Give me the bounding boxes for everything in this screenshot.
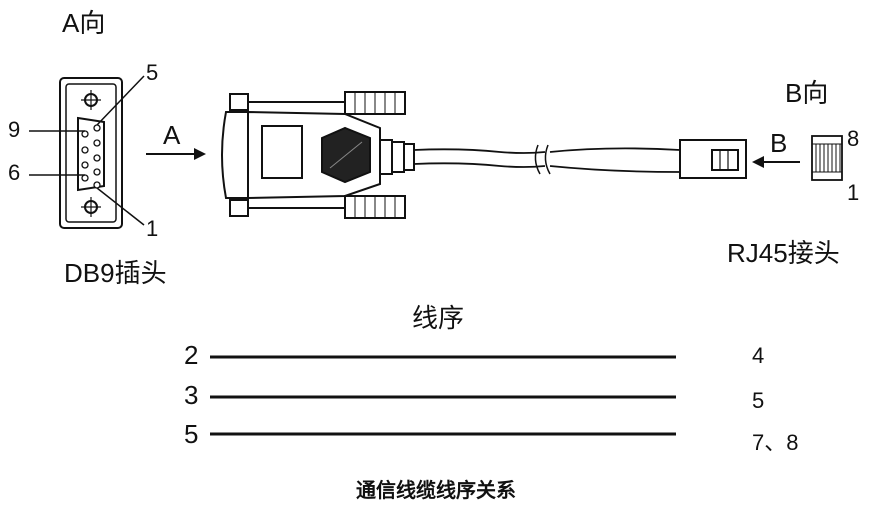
db9-pin-9-label: 9 — [8, 117, 21, 142]
rj45-pin-8-label: 8 — [847, 126, 860, 151]
b-direction-label: B向 — [785, 78, 829, 108]
db9-plug-label: DB9插头 — [64, 258, 167, 288]
wire-lines — [210, 355, 676, 436]
arrow-a-label: A — [163, 120, 181, 150]
arrow-b-label: B — [770, 128, 788, 158]
db9-connector-body — [221, 91, 415, 219]
arrow-b — [752, 156, 800, 168]
a-direction-label: A向 — [62, 8, 106, 38]
wire-row-1-db9: 2 — [184, 340, 199, 370]
rj45-pin-1-label: 1 — [847, 180, 860, 205]
wire-row-2-db9: 3 — [184, 380, 199, 410]
rj45-plug-label: RJ45接头 — [727, 238, 840, 268]
wire-order-title: 线序 — [412, 304, 465, 334]
rj45-side-view — [679, 139, 747, 179]
diagram-caption: 通信线缆线序关系 — [356, 478, 516, 502]
arrow-a — [146, 148, 206, 160]
db9-pin-1-label: 1 — [146, 216, 159, 241]
wire-row-2-rj45: 5 — [752, 388, 765, 413]
db9-pin-5-label: 5 — [146, 60, 159, 85]
wire-row-1-rj45: 4 — [752, 343, 765, 368]
db9-pin-6-label: 6 — [8, 160, 21, 185]
rj45-front-view — [811, 135, 843, 181]
wire-row-3-rj45: 7、8 — [752, 430, 799, 455]
wire-row-3-db9: 5 — [184, 419, 199, 449]
cable — [413, 144, 681, 175]
db9-front-view — [29, 75, 145, 229]
